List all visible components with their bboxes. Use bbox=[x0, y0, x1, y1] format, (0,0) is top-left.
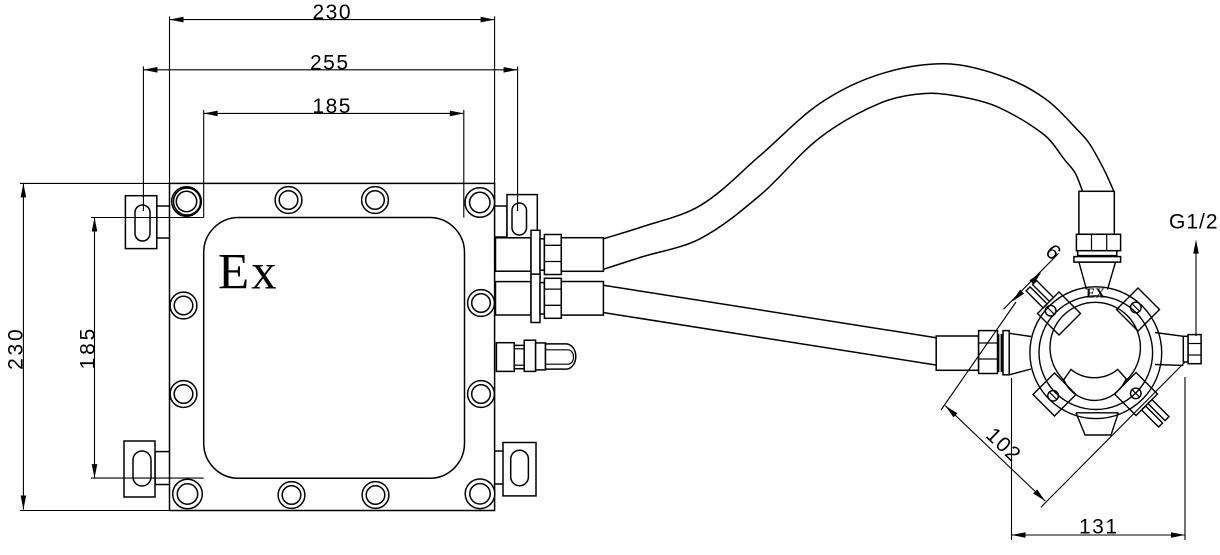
svg-text:230: 230 bbox=[5, 326, 28, 369]
svg-text:185: 185 bbox=[76, 326, 99, 369]
svg-text:Ex: Ex bbox=[218, 245, 279, 301]
svg-text:131: 131 bbox=[1079, 515, 1119, 538]
svg-text:185: 185 bbox=[312, 95, 352, 118]
svg-text:G1/2: G1/2 bbox=[1169, 211, 1219, 234]
svg-text:230: 230 bbox=[313, 1, 353, 24]
svg-text:255: 255 bbox=[310, 51, 350, 74]
svg-text:EX: EX bbox=[1086, 285, 1105, 300]
